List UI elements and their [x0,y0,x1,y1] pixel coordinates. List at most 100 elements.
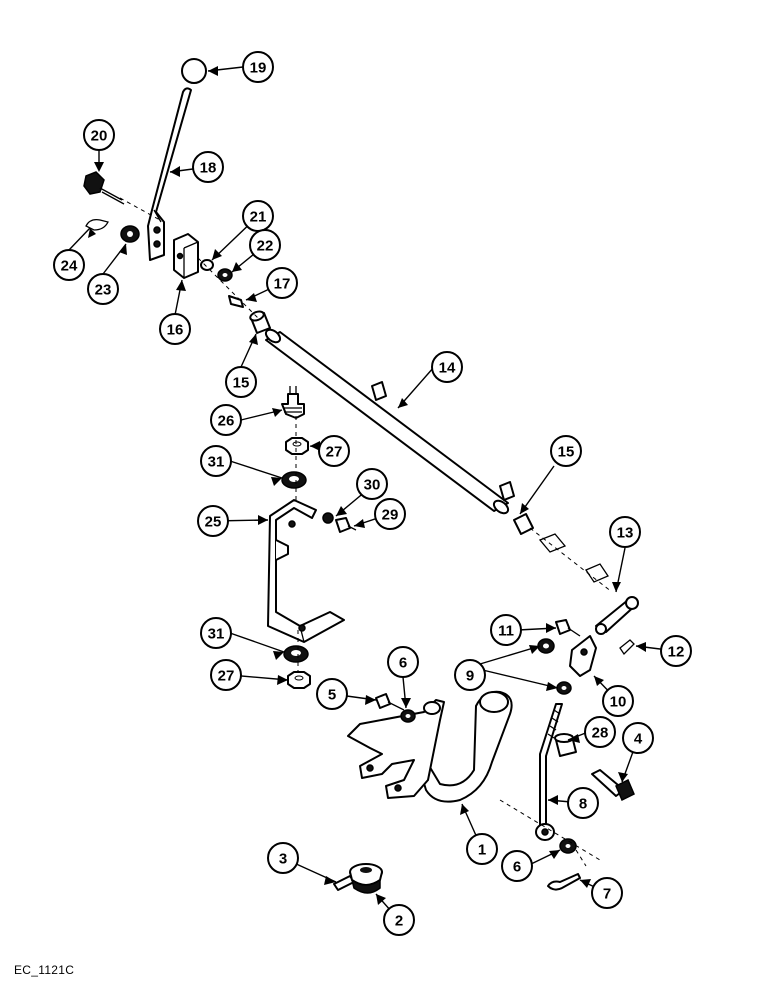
part-18-lever [147,87,192,261]
callout-label: 31 [208,454,225,471]
callout-circle [192,151,224,183]
callout-18: 18 [192,151,224,183]
part-16-block [173,233,199,279]
callout-label: 12 [668,644,685,661]
callout-label: 6 [513,859,521,876]
callout-7: 7 [591,877,623,909]
callout-23: 23 [87,273,119,305]
callout-label: 26 [218,413,235,430]
callout-22: 22 [249,229,281,261]
shaft-end [585,563,609,583]
callout-27: 27 [210,659,242,691]
callout-circle [383,904,415,936]
callout-label: 8 [579,796,587,813]
callout-label: 27 [218,668,235,685]
part-15-bushing-lower [513,513,534,535]
callout-circle [249,229,281,261]
callout-label: 24 [61,258,78,275]
figure-code: EC_1121C [14,963,75,977]
callout-circle [550,435,582,467]
callout-label: 30 [364,477,381,494]
callout-label: 6 [399,655,407,672]
part-17-key [228,295,244,308]
part-6-washer-lower [559,838,577,854]
callout-label: 2 [395,913,403,930]
callout-1: 1 [466,833,498,865]
callout-circle [660,635,692,667]
part-5-bolt [375,693,405,711]
callout-circle [567,787,599,819]
part-30-washer [322,512,334,524]
callout-circle [53,249,85,281]
callout-circle [490,614,522,646]
callout-label: 11 [498,623,514,640]
part-31-washer-upper [281,471,307,489]
callout-29: 29 [374,498,406,530]
callout-circle [387,646,419,678]
callout-label: 3 [279,851,287,868]
callout-27: 27 [318,435,350,467]
callout-circle [242,51,274,83]
callout-label: 15 [233,375,250,392]
callout-circle [316,678,348,710]
callout-circle [83,119,115,151]
callout-14: 14 [431,351,463,383]
callout-label: 9 [466,668,474,685]
callout-label: 1 [478,842,486,859]
part-9-nut-upper [537,638,555,654]
callout-20: 20 [83,119,115,151]
callout-2: 2 [383,904,415,936]
part-7-pin [547,873,581,891]
callout-11: 11 [490,614,522,646]
leader-arrowheads [88,66,646,905]
part-4-bolt [591,769,635,802]
callout-6: 6 [501,850,533,882]
callout-4: 4 [622,722,654,754]
part-14-cross-shaft [264,328,515,515]
callout-circle [267,842,299,874]
part-11-bolt [555,619,581,637]
callout-circle [87,273,119,305]
callout-12: 12 [660,635,692,667]
part-6-nut-upper [400,709,416,723]
callout-circle [210,659,242,691]
callout-17: 17 [266,267,298,299]
part-25-bracket [267,499,345,643]
part-13-arm [595,596,639,635]
callout-label: 5 [328,687,336,704]
callout-label: 20 [91,128,108,145]
callout-group: 1234566789101112131415151617181920212223… [53,51,692,936]
part-23-washer [120,225,140,243]
callout-28: 28 [584,716,616,748]
callout-circle [466,833,498,865]
callout-label: 7 [603,886,611,903]
callout-circle [200,617,232,649]
part-22-nut [217,268,233,282]
part-27-nut-lower [287,671,311,689]
callout-label: 29 [382,507,399,524]
callout-label: 28 [592,725,609,742]
callout-circle [225,366,257,398]
part-19-knob [181,58,207,84]
callout-circle [591,877,623,909]
callout-15: 15 [550,435,582,467]
callout-31: 31 [200,445,232,477]
callout-25: 25 [197,505,229,537]
part-20-bolt [83,171,125,205]
part-10-clevis [569,635,597,677]
callout-circle [431,351,463,383]
callout-31: 31 [200,617,232,649]
callout-label: 25 [205,514,222,531]
shaft-spline [538,533,567,553]
callout-24: 24 [53,249,85,281]
callout-label: 22 [257,238,274,255]
part-27-nut-upper [285,437,309,455]
callout-circle [602,685,634,717]
callout-label: 14 [439,360,456,377]
callout-label: 15 [558,444,575,461]
callout-circle [622,722,654,754]
part-21-washer [200,259,214,271]
callout-3: 3 [267,842,299,874]
part-26-switch [281,386,305,419]
